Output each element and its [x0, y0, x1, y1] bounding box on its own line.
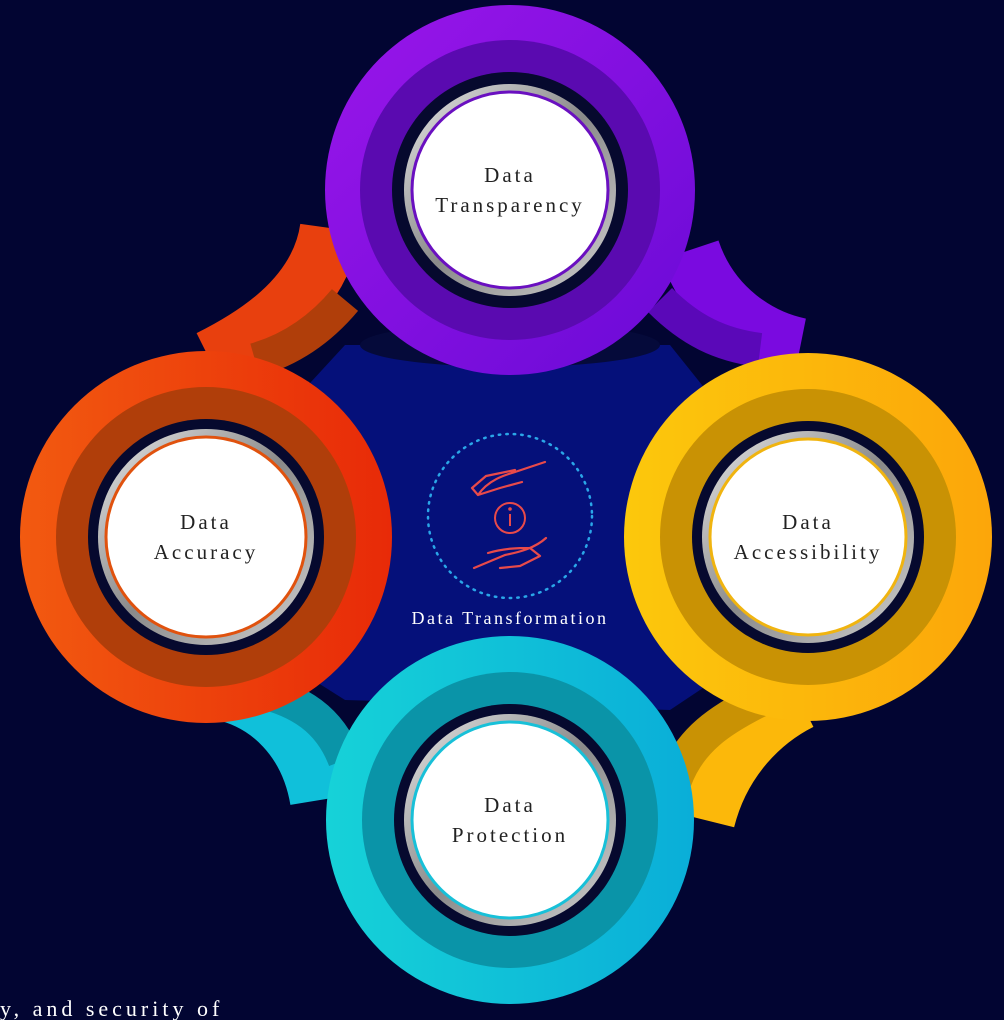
node-label-transparency-line2: Transparency — [435, 193, 585, 217]
node-accuracy — [20, 351, 392, 723]
node-label-accuracy-line2: Accuracy — [153, 540, 259, 564]
node-label-transparency: Data Transparency — [415, 100, 605, 280]
node-label-accuracy-line1: Data — [180, 509, 232, 534]
node-label-accessibility: Data Accessibility — [718, 447, 898, 627]
node-label-accessibility-line2: Accessibility — [733, 540, 883, 564]
node-transparency — [325, 5, 695, 375]
node-label-protection-line2: Protection — [451, 823, 569, 847]
hands-info-icon — [426, 432, 594, 600]
node-label-transparency-line1: Data — [484, 162, 536, 187]
connector-arc-orange — [196, 222, 360, 387]
connector-arc-purple — [647, 239, 807, 378]
node-label-accessibility-line1: Data — [782, 509, 834, 534]
node-accessibility — [624, 353, 992, 721]
node-protection — [326, 636, 694, 1004]
node-label-protection: Data Protection — [420, 730, 600, 910]
center-label: Data Transformation — [411, 608, 609, 628]
node-label-protection-line1: Data — [484, 792, 536, 817]
node-label-accuracy: Data Accuracy — [116, 447, 296, 627]
footer-text: y, and security of — [0, 996, 224, 1020]
